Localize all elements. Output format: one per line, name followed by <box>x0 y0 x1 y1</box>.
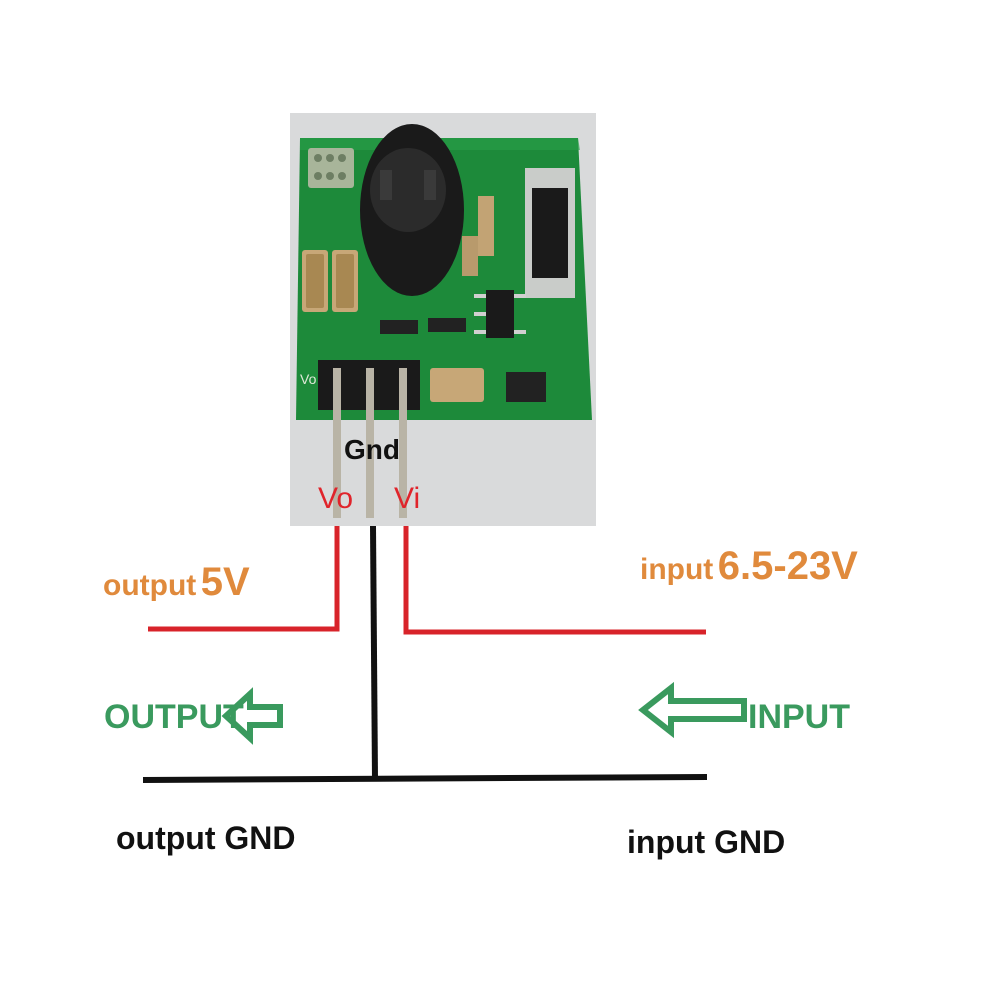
pcb-board <box>296 124 592 420</box>
input-arrow-label: INPUT <box>748 698 850 736</box>
hollow-arrow-left-icon <box>221 687 283 745</box>
pin-vi-label: Vi <box>394 482 421 515</box>
hollow-arrow-left-icon <box>638 681 747 739</box>
input-voltage-label: input 6.5-23V <box>640 546 858 586</box>
wires <box>142 525 708 783</box>
diode-component-icon <box>525 168 575 298</box>
solder-pads <box>308 148 354 188</box>
inductor-icon <box>360 124 464 296</box>
output-prefix: output <box>103 569 197 602</box>
output-gnd-label: output GND <box>116 820 296 856</box>
input-positive-wire <box>403 526 706 635</box>
output-voltage-label: output 5V <box>103 562 250 602</box>
pin-vo-label: Vo <box>318 482 354 515</box>
pin-gnd-label: Gnd <box>344 434 400 465</box>
output-arrow-label: OUTPUT <box>104 698 244 736</box>
ground-drop-wire <box>370 525 378 781</box>
capacitor-icon <box>302 250 358 312</box>
output-value: 5V <box>200 560 250 604</box>
regulator-chip-icon <box>474 290 526 338</box>
input-value: 6.5-23V <box>717 544 858 588</box>
output-positive-wire <box>148 526 340 632</box>
header-pins <box>333 368 407 518</box>
input-gnd-label: input GND <box>627 824 786 860</box>
input-prefix: input <box>640 553 714 586</box>
silk-vo-label: Vo <box>300 371 317 387</box>
ground-bus-wire <box>142 774 708 783</box>
